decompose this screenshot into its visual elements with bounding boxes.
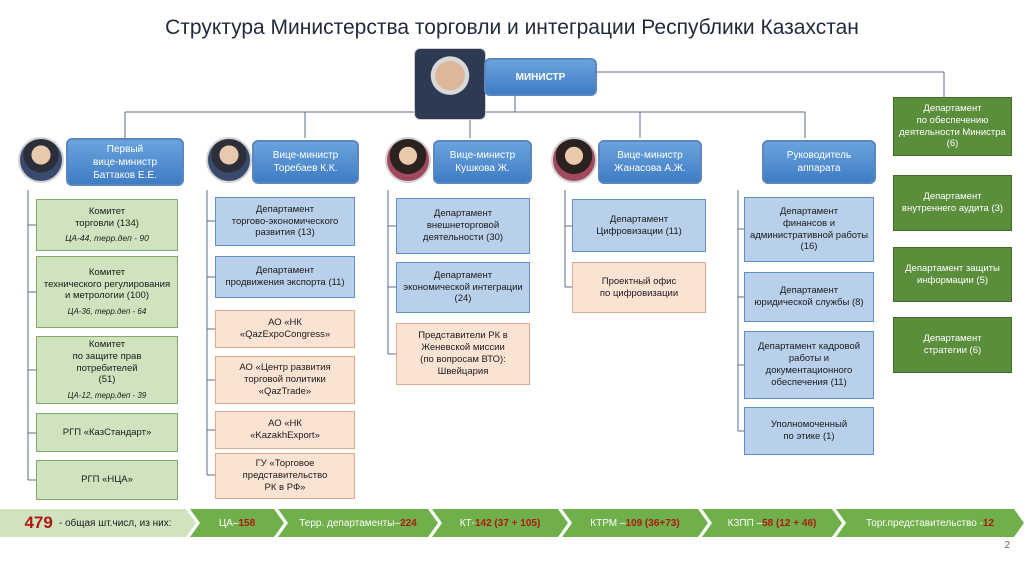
right-box-3[interactable]: Департамент защиты информации (5) [893,247,1012,302]
stat-item-6: Торг.представительство - 12 [836,509,1024,537]
stat-item-5-value: 58 (12 + 46) [762,517,817,529]
stat-item-4: КТРМ – 109 (36+73) [562,509,708,537]
page-title: Структура Министерства торговли и интегр… [165,16,859,39]
col5-box-4[interactable]: Уполномоченный по этике (1) [744,407,874,455]
minister-photo [414,48,486,120]
stat-item-3-label: КТ- [459,517,475,529]
col2-box-2[interactable]: Департамент продвижения экспорта (11) [215,256,355,298]
stat-item-5: КЗПП – 58 (12 + 46) [702,509,842,537]
col2-box-1[interactable]: Департамент торгово-экономического разви… [215,197,355,246]
vice-minister-photo-3 [385,137,431,183]
col1-box-2-label: Комитет технического регулирования и мет… [43,266,171,302]
col5-box-2[interactable]: Департамент юридической службы (8) [744,272,874,322]
stat-total: 479 - общая шт.числ, из них: [0,509,196,537]
stat-item-4-label: КТРМ – [590,517,626,529]
col1-box-2[interactable]: Комитет технического регулирования и мет… [36,256,178,328]
col3-box-3[interactable]: Представители РК в Женевской миссии (по … [396,323,530,385]
stat-item-5-label: КЗПП – [727,517,763,529]
page-number: 2 [1004,540,1010,551]
stat-item-1-label: ЦА– [218,517,239,529]
stat-item-2-value: 224 [400,517,417,529]
col1-box-4[interactable]: РГП «КазСтандарт» [36,413,178,452]
col4-box-1[interactable]: Департамент Цифровизации (11) [572,199,706,252]
col3-box-2[interactable]: Департамент экономической интеграции (24… [396,262,530,313]
col1-box-5[interactable]: РГП «НЦА» [36,460,178,500]
vice-minister-photo-1 [18,137,64,183]
stat-total-number: 479 [24,513,53,532]
stat-item-4-value: 109 (36+73) [625,517,680,529]
right-box-4[interactable]: Департамент стратегии (6) [893,317,1012,373]
col1-box-1-note: ЦА-44, терр.деп - 90 [65,233,149,244]
col5-box-3[interactable]: Департамент кадровой работы и документац… [744,331,874,399]
col5-box-1[interactable]: Департамент финансов и административной … [744,197,874,262]
vice-minister-box-4[interactable]: Вице-министр Жанасова А.Ж. [598,140,702,184]
minister-box[interactable]: МИНИСТР [484,58,597,96]
vice-minister-box-1[interactable]: Первый вице-министр Баттаков Е.Е. [66,138,184,186]
col2-box-4[interactable]: АО «Центр развития торговой политики «Qa… [215,356,355,404]
col1-box-2-note: ЦА-36, терр.деп - 64 [67,307,147,317]
stat-item-2-label: Терр. департаменты– [299,517,401,529]
col2-box-6[interactable]: ГУ «Торговое представительство РК в РФ» [215,453,355,499]
col1-box-1-label: Комитет торговли (134) [75,206,139,230]
stat-total-label: - общая шт.числ, из них: [58,517,172,529]
vice-minister-photo-2 [206,137,252,183]
col1-box-3-label: Комитет по защите прав потребителей (51) [72,338,142,386]
col2-box-5[interactable]: АО «НК «KazakhExport» [215,411,355,449]
vice-minister-box-3[interactable]: Вице-министр Кушкова Ж. [433,140,532,184]
stat-item-6-value: 12 [982,517,995,529]
col1-box-3-note: ЦА-12, терр.деп - 39 [67,391,147,401]
col1-box-1[interactable]: Комитет торговли (134) ЦА-44, терр.деп -… [36,199,178,251]
chief-of-staff-box[interactable]: Руководитель аппарата [762,140,876,184]
stat-item-1: ЦА– 158 [190,509,284,537]
col2-box-3[interactable]: АО «НК «QazExpoCongress» [215,310,355,348]
col1-box-3[interactable]: Комитет по защите прав потребителей (51)… [36,336,178,404]
stat-item-1-value: 158 [238,517,256,529]
stat-item-3-value: 142 (37 + 105) [474,517,541,529]
col3-box-1[interactable]: Департамент внешнеторговой деятельности … [396,198,530,254]
right-box-2[interactable]: Департамент внутреннего аудита (3) [893,175,1012,231]
stat-item-2: Терр. департаменты– 224 [278,509,438,537]
col4-box-2[interactable]: Проектный офис по цифровизации [572,262,706,313]
stat-item-6-label: Торг.представительство - [865,517,983,529]
stat-item-3: КТ- 142 (37 + 105) [432,509,568,537]
vice-minister-photo-4 [551,137,597,183]
vice-minister-box-2[interactable]: Вице-министр Торебаев К.К. [252,140,359,184]
right-box-1[interactable]: Департамент по обеспечению деятельности … [893,97,1012,156]
